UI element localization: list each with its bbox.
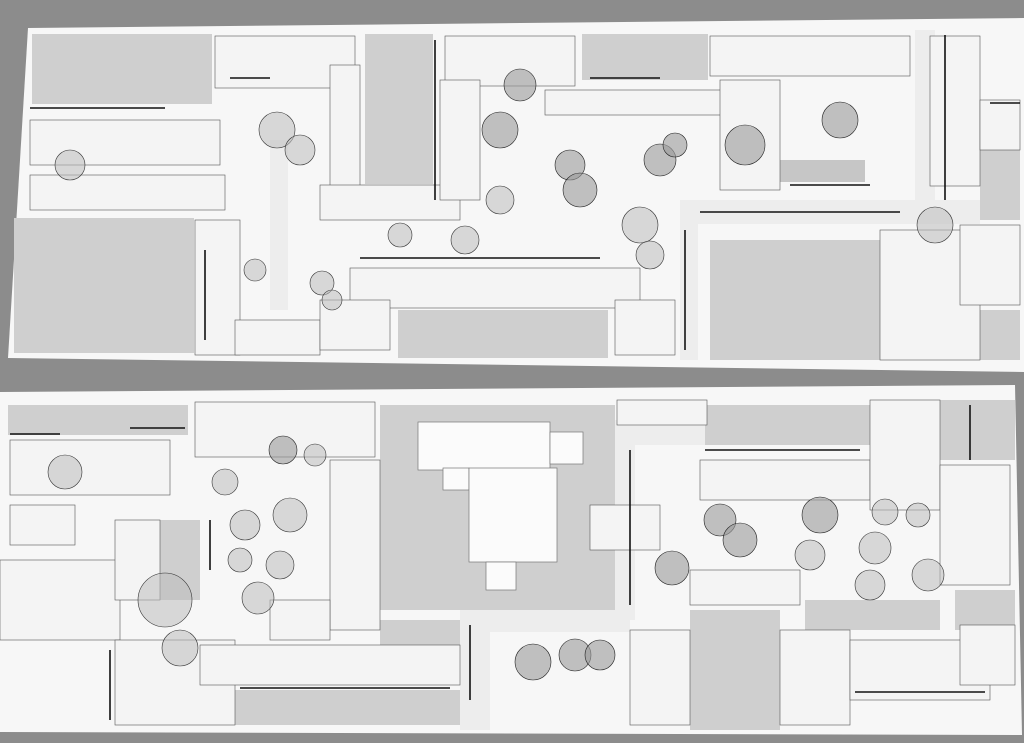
bottom-plan-sheet [0, 385, 1022, 735]
housing-units [29, 35, 1021, 361]
courtyard [805, 600, 940, 630]
walkway [680, 200, 698, 360]
courtyard [955, 590, 1015, 630]
courtyard [690, 610, 780, 730]
courtyard [32, 34, 212, 104]
walkway [615, 425, 705, 445]
trees [54, 68, 954, 311]
courtyard [365, 34, 433, 184]
walkway [460, 620, 490, 730]
walkway [460, 610, 630, 632]
courtyard [398, 310, 608, 358]
wall-lines [30, 35, 1020, 350]
courtyard [8, 405, 188, 435]
courtyard [582, 34, 708, 80]
wall-lines [10, 405, 985, 720]
walkway [270, 140, 288, 310]
courtyard [230, 690, 460, 725]
trees [47, 435, 945, 681]
courtyard [775, 160, 865, 182]
courtyard [710, 240, 880, 360]
courtyard [940, 400, 1015, 460]
courtyard [14, 218, 194, 353]
housing-units [0, 399, 1016, 726]
top-plan-sheet [8, 18, 1024, 372]
courtyard [700, 405, 875, 445]
courtyard [980, 150, 1020, 220]
central-building-mass [417, 421, 584, 591]
